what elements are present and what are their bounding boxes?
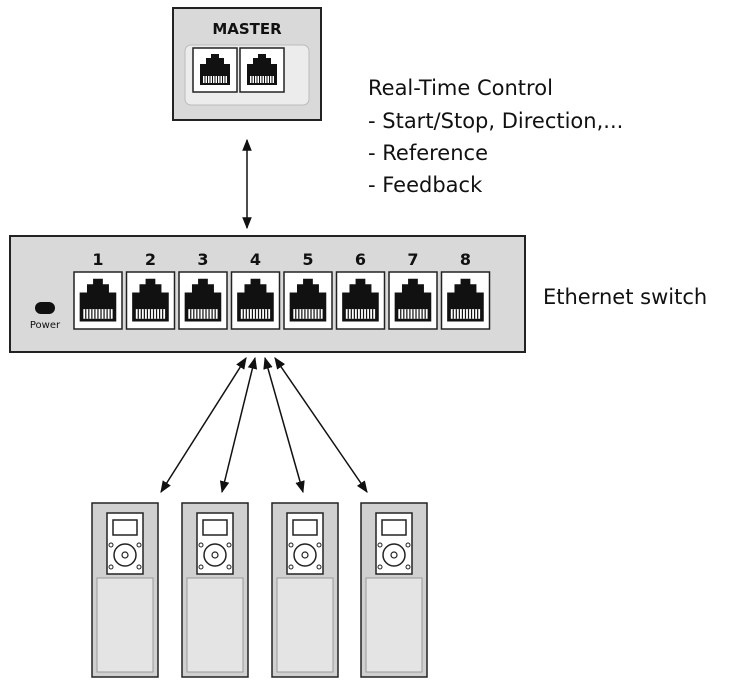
drive-lower-panel bbox=[96, 577, 154, 673]
drive-arrow-2 bbox=[219, 356, 258, 494]
ethernet-switch: Power 1 2 3 4 5 6 7 8 bbox=[9, 235, 526, 353]
ethernet-jack-icon bbox=[75, 275, 121, 327]
real-time-control-note: Real-Time Control - Start/Stop, Directio… bbox=[368, 76, 623, 197]
port-number-label: 2 bbox=[145, 250, 156, 269]
ethernet-jack-icon bbox=[390, 275, 436, 327]
drive-keypad-icon bbox=[286, 512, 324, 575]
ethernet-jack-icon bbox=[285, 275, 331, 327]
drives bbox=[91, 502, 428, 678]
master-unit: MASTER bbox=[172, 7, 322, 121]
drive-1 bbox=[91, 502, 159, 678]
drive-arrows bbox=[160, 356, 368, 494]
drive-2 bbox=[181, 502, 249, 678]
drive-arrow-4 bbox=[274, 357, 368, 493]
switch-port-7: 7 bbox=[388, 250, 438, 330]
drive-arrow-1 bbox=[160, 356, 247, 494]
note-item-1: - Start/Stop, Direction,... bbox=[368, 109, 623, 133]
port-number-label: 5 bbox=[302, 250, 313, 269]
note-item-2: - Reference bbox=[368, 141, 488, 165]
switch-label: Ethernet switch bbox=[543, 285, 707, 309]
switch-port-5: 5 bbox=[283, 250, 333, 330]
note-title: Real-Time Control bbox=[368, 76, 553, 100]
switch-ports: 1 2 3 4 5 6 7 8 bbox=[73, 250, 491, 330]
drive-keypad-icon bbox=[106, 512, 144, 575]
drive-arrow-3 bbox=[263, 356, 305, 494]
ethernet-jack-icon bbox=[180, 275, 226, 327]
port-number-label: 4 bbox=[250, 250, 261, 269]
drive-4 bbox=[360, 502, 428, 678]
ethernet-jack-icon bbox=[442, 275, 489, 327]
switch-port-3: 3 bbox=[178, 250, 228, 330]
port-number-label: 7 bbox=[407, 250, 418, 269]
drive-lower-panel bbox=[365, 577, 423, 673]
power-led bbox=[35, 302, 55, 314]
port-number-label: 8 bbox=[460, 250, 471, 269]
drive-lower-panel bbox=[186, 577, 244, 673]
switch-port-4: 4 bbox=[230, 250, 281, 330]
ethernet-jack-icon bbox=[232, 275, 279, 327]
port-number-label: 1 bbox=[92, 250, 103, 269]
drive-lower-panel bbox=[276, 577, 334, 673]
port-number-label: 6 bbox=[355, 250, 366, 269]
master-port-2 bbox=[239, 47, 285, 93]
switch-port-1: 1 bbox=[73, 250, 123, 330]
switch-port-6: 6 bbox=[335, 250, 386, 330]
master-label: MASTER bbox=[212, 20, 282, 38]
master-port-1 bbox=[192, 47, 238, 93]
drive-3 bbox=[271, 502, 339, 678]
ethernet-jack-icon bbox=[337, 275, 384, 327]
note-item-3: - Feedback bbox=[368, 173, 483, 197]
ethernet-jack-icon bbox=[127, 275, 174, 327]
switch-port-2: 2 bbox=[125, 250, 176, 330]
port-number-label: 3 bbox=[197, 250, 208, 269]
drive-keypad-icon bbox=[375, 512, 413, 575]
drive-keypad-icon bbox=[196, 512, 234, 575]
power-label: Power bbox=[30, 320, 61, 331]
switch-port-8: 8 bbox=[440, 250, 491, 330]
